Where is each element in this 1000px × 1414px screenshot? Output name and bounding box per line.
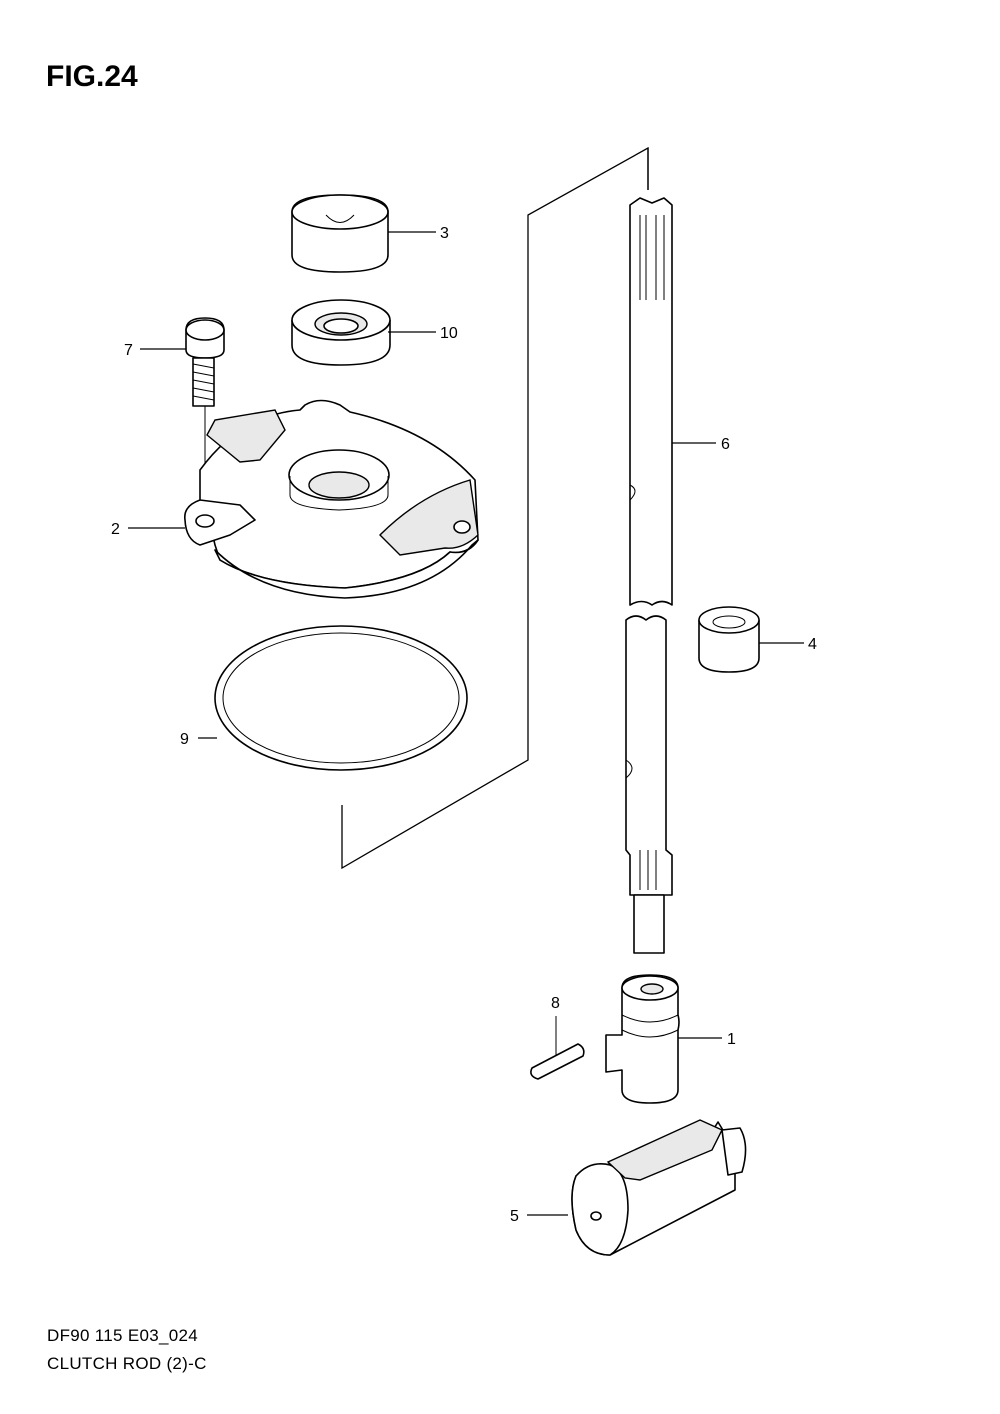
figure-code: DF90 115 E03_024 <box>47 1326 198 1345</box>
callout-9: 9 <box>180 731 189 748</box>
callout-7: 7 <box>124 342 133 359</box>
callout-3: 3 <box>440 225 449 242</box>
part-3-bushing <box>291 194 389 273</box>
part-6-clutch-rod <box>625 197 673 954</box>
part-9-o-ring <box>214 625 468 771</box>
callout-4: 4 <box>808 636 817 653</box>
leader-lines <box>128 231 804 1216</box>
figure-name: CLUTCH ROD (2)-C <box>47 1354 207 1373</box>
part-2-cover <box>183 399 479 599</box>
part-10-oil-seal <box>291 299 391 366</box>
callout-2: 2 <box>111 521 120 538</box>
part-1-coupler <box>605 974 680 1104</box>
part-8-pin <box>530 1016 585 1080</box>
figure-title: FIG.24 <box>46 60 138 93</box>
callout-5: 5 <box>510 1208 519 1225</box>
callout-1: 1 <box>727 1031 736 1048</box>
part-5-slider <box>571 1119 747 1256</box>
part-4-bushing <box>698 606 760 673</box>
assembly-boundary-line <box>341 146 649 870</box>
callout-6: 6 <box>721 436 730 453</box>
callout-8: 8 <box>551 995 560 1012</box>
callout-10: 10 <box>440 325 458 342</box>
part-7-bolt <box>185 317 225 512</box>
